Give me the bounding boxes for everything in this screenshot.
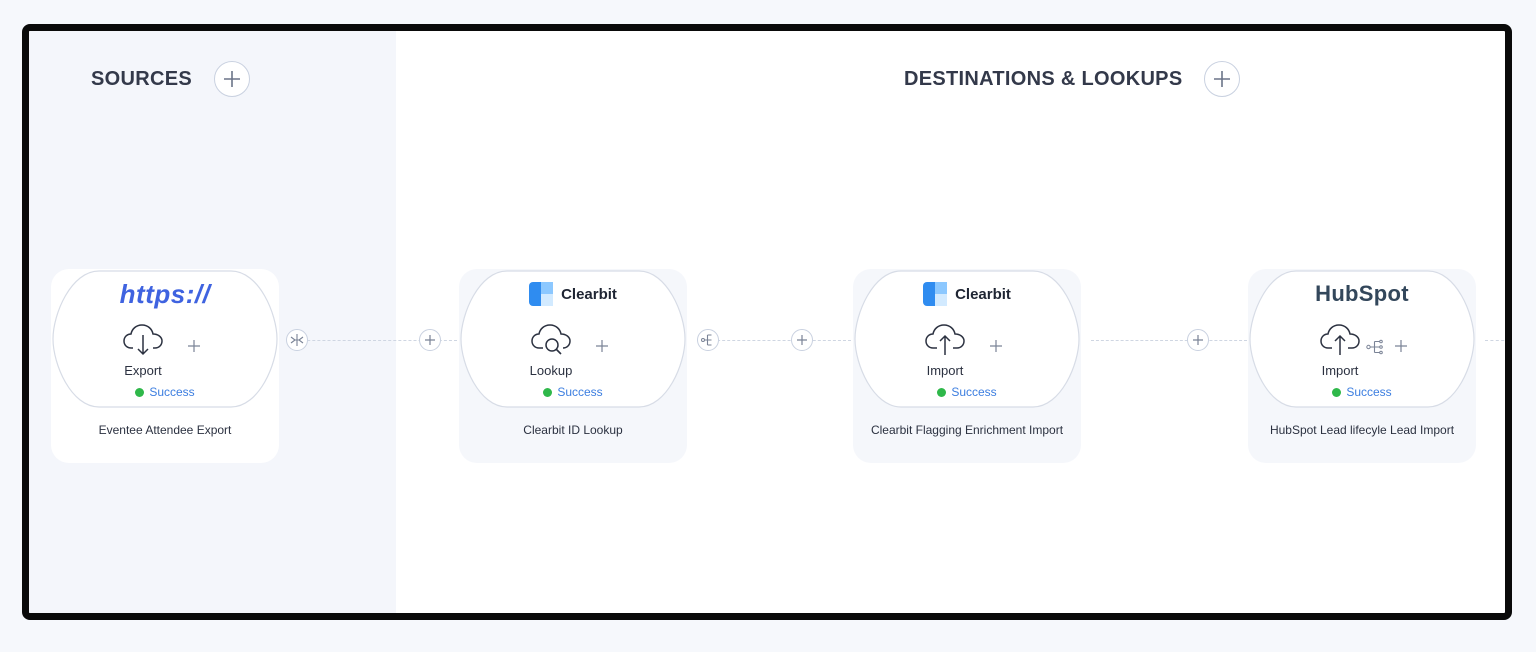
connector-line [697, 340, 851, 341]
success-dot [135, 387, 145, 397]
connector-line [1485, 340, 1505, 341]
status-text: Success [149, 385, 195, 399]
action-label: Import [1321, 363, 1359, 378]
node-name: Clearbit ID Lookup [523, 423, 623, 437]
node-shape [460, 270, 686, 408]
add-branch-icon[interactable] [187, 339, 201, 353]
status-text: Success [557, 385, 603, 399]
clearbit-logo: Clearbit [459, 281, 687, 307]
add-destination-button[interactable] [1204, 61, 1241, 97]
branch-icon[interactable] [1366, 339, 1384, 355]
success-dot [1332, 387, 1342, 397]
cloud-search-icon [531, 324, 571, 355]
merge-button[interactable] [286, 329, 308, 351]
pipeline-node-enrichment-import[interactable]: Clearbit Import Success Clearbit Flaggin… [853, 269, 1081, 463]
clearbit-logo-icon [529, 282, 554, 306]
action-label: Import [926, 363, 964, 378]
add-source-button[interactable] [214, 61, 251, 97]
plus-icon [1214, 71, 1231, 87]
connector-line [287, 340, 457, 341]
success-dot [937, 387, 947, 397]
clearbit-logo-text: Clearbit [561, 285, 617, 303]
node-shape [1249, 270, 1475, 408]
plus-icon [797, 335, 807, 345]
success-dot [543, 387, 553, 397]
cloud-upload-icon [1320, 324, 1360, 355]
cloud-download-icon [123, 324, 163, 356]
plus-icon [425, 335, 435, 345]
add-branch-icon[interactable] [989, 339, 1003, 353]
action-label: Export [124, 363, 162, 378]
insert-step-button[interactable] [791, 329, 813, 351]
node-shape [52, 270, 278, 408]
sources-header: SOURCES [91, 61, 251, 97]
node-name: Eventee Attendee Export [98, 423, 232, 437]
clearbit-logo-icon [923, 282, 948, 306]
add-branch-icon[interactable] [595, 339, 609, 353]
pipeline-node-export[interactable]: https:// Export Success Eventee Attendee… [51, 269, 279, 463]
branch-button[interactable] [697, 329, 719, 351]
plus-icon [224, 71, 241, 87]
insert-step-button[interactable] [1187, 329, 1209, 351]
status-text: Success [1346, 385, 1392, 399]
https-logo-text: https:// [119, 278, 211, 309]
action-label: Lookup [529, 363, 573, 378]
sources-title: SOURCES [91, 67, 193, 90]
node-name: HubSpot Lead lifecyle Lead Import [1269, 423, 1455, 437]
connector-line [1091, 340, 1247, 341]
destinations-header: DESTINATIONS & LOOKUPS [904, 61, 1241, 97]
destinations-title: DESTINATIONS & LOOKUPS [904, 67, 1183, 90]
https-logo: https:// [51, 278, 279, 309]
status-text: Success [951, 385, 997, 399]
status-badge: Success [459, 385, 687, 399]
pipeline-node-lookup[interactable]: Clearbit Lookup Success Clearbit ID Look… [459, 269, 687, 463]
node-name: Clearbit Flagging Enrichment Import [870, 423, 1064, 437]
merge-icon [290, 334, 304, 346]
clearbit-logo-text: Clearbit [955, 285, 1011, 303]
hubspot-logo-text: HubSpot [1315, 281, 1409, 306]
pipeline-canvas: SOURCES DESTINATIONS & LOOKUPS https:// [22, 24, 1512, 620]
cloud-upload-icon [925, 324, 965, 355]
branch-icon [701, 334, 712, 346]
pipeline-node-hubspot-import[interactable]: HubSpot Import Success HubSpot Lead life… [1248, 269, 1476, 463]
plus-icon [1193, 335, 1203, 345]
add-branch-icon[interactable] [1394, 339, 1408, 353]
status-badge: Success [1248, 385, 1476, 399]
hubspot-logo: HubSpot [1248, 281, 1476, 307]
status-badge: Success [853, 385, 1081, 399]
status-badge: Success [51, 385, 279, 399]
node-shape [854, 270, 1080, 408]
clearbit-logo: Clearbit [853, 281, 1081, 307]
insert-step-button[interactable] [419, 329, 441, 351]
